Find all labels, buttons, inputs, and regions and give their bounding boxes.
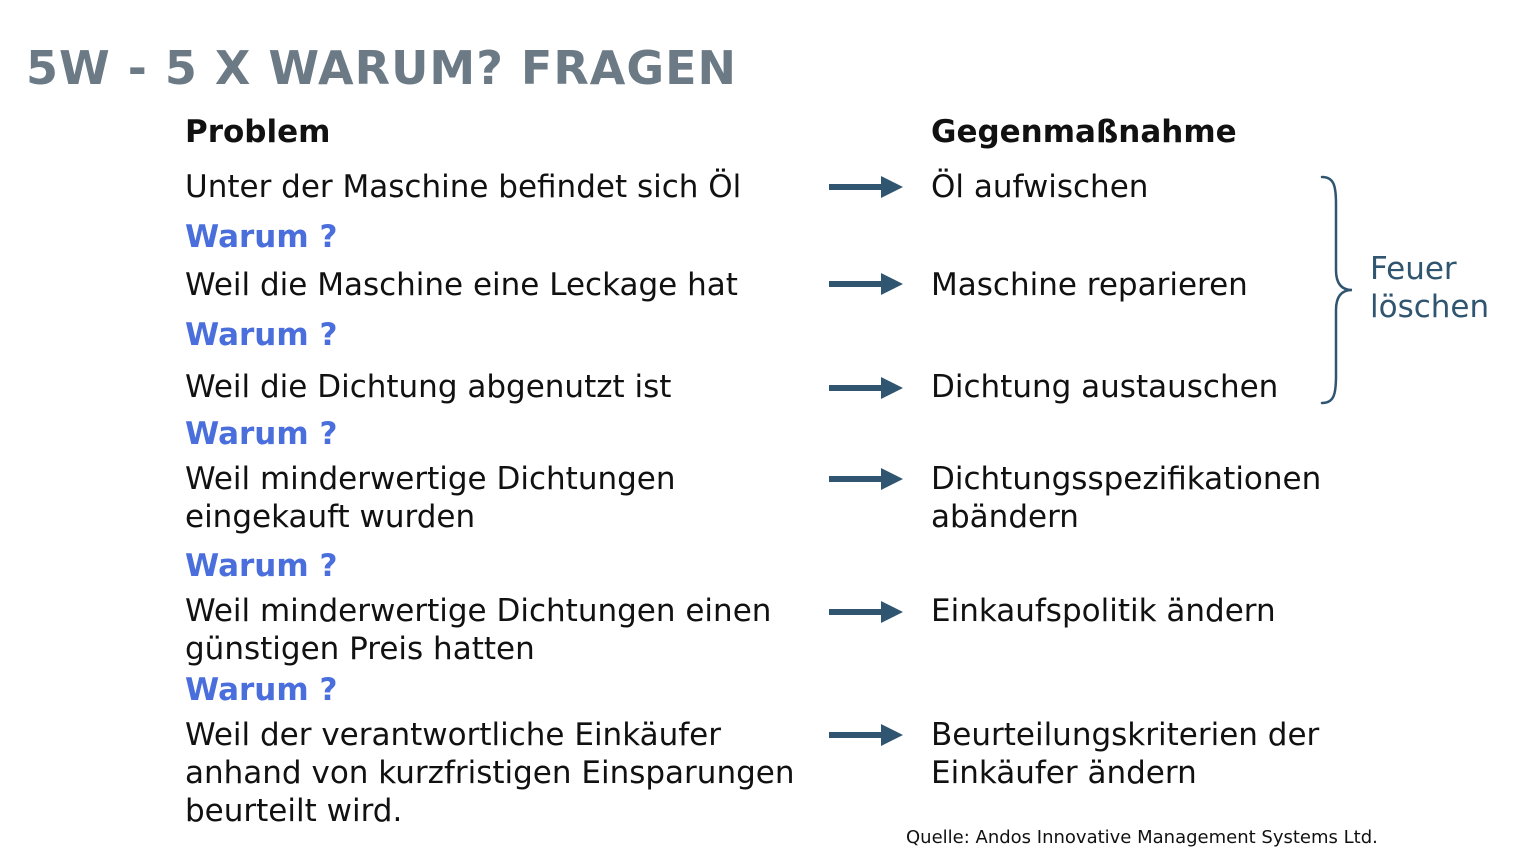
countermeasure-text-2: Maschine reparieren xyxy=(931,267,1248,303)
page-title: 5W - 5 X WARUM? FRAGEN xyxy=(26,41,738,95)
countermeasure-text-1: Öl aufwischen xyxy=(931,169,1149,205)
measure-header: Gegenmaßnahme xyxy=(931,114,1237,150)
problem-header: Problem xyxy=(185,114,331,150)
why-label-4: Warum ? xyxy=(185,548,338,584)
why-label-3: Warum ? xyxy=(185,416,338,452)
problem-text-5: Weil minderwertige Dichtungen einen güns… xyxy=(185,593,772,667)
arrow-icon xyxy=(829,724,903,746)
arrow-icon xyxy=(829,176,903,198)
problem-text-2: Weil die Maschine eine Leckage hat xyxy=(185,267,738,303)
problem-text-6: Weil der verantwortliche Einkäufer anhan… xyxy=(185,717,795,829)
why-label-2: Warum ? xyxy=(185,317,338,353)
countermeasure-text-3: Dichtung austauschen xyxy=(931,369,1279,405)
arrow-icon xyxy=(829,273,903,295)
why-label-5: Warum ? xyxy=(185,672,338,708)
problem-text-3: Weil die Dichtung abgenutzt ist xyxy=(185,369,672,405)
problem-text-1: Unter der Maschine befindet sich Öl xyxy=(185,169,742,205)
countermeasure-text-4: Dichtungsspezifikationen abändern xyxy=(931,461,1322,535)
countermeasure-text-6: Beurteilungskriterien der Einkäufer ände… xyxy=(931,717,1320,791)
curly-brace-icon xyxy=(1320,175,1353,405)
arrow-icon xyxy=(829,601,903,623)
arrow-icon xyxy=(829,468,903,490)
arrow-icon xyxy=(829,377,903,399)
countermeasure-text-5: Einkaufspolitik ändern xyxy=(931,593,1276,629)
source-note: Quelle: Andos Innovative Management Syst… xyxy=(906,827,1378,848)
problem-text-4: Weil minderwertige Dichtungen eingekauft… xyxy=(185,461,676,535)
why-label-1: Warum ? xyxy=(185,219,338,255)
fire-fighting-label: Feuer löschen xyxy=(1370,251,1490,325)
